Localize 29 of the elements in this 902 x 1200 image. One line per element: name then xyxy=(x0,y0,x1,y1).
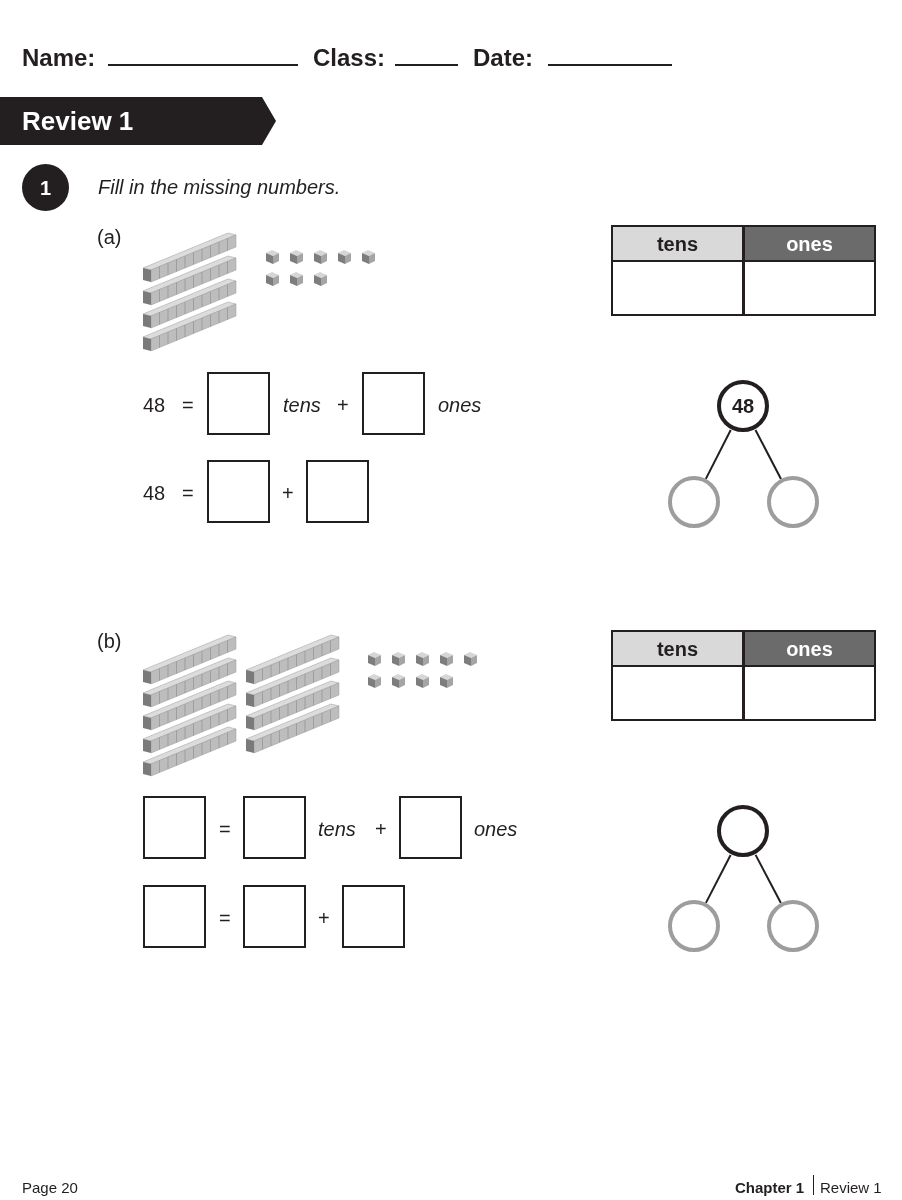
equation-text: = xyxy=(219,817,231,842)
equation-text: = xyxy=(182,481,194,506)
chapter-label: Chapter 1 xyxy=(735,1178,805,1198)
form-label: Name: xyxy=(22,43,96,73)
place-value-word: tens xyxy=(318,817,356,842)
equation-text: + xyxy=(282,481,294,506)
equation-text: 48 xyxy=(143,481,166,506)
form-label: Date: xyxy=(473,43,533,73)
equation-text: + xyxy=(337,393,349,418)
equation-text: = xyxy=(182,393,194,418)
equation-text: + xyxy=(375,817,387,842)
page-number: Review 1 xyxy=(820,1178,882,1198)
place-value-word: ones xyxy=(438,393,482,418)
equation-text: 48 xyxy=(143,393,166,418)
place-value-word: ones xyxy=(474,817,518,842)
tens-column-header: tens xyxy=(611,225,744,262)
ones-column-header: ones xyxy=(743,225,876,262)
ones-column-header: ones xyxy=(743,630,876,667)
question-number: 1 xyxy=(22,164,69,211)
equation-text: = xyxy=(219,906,231,931)
instruction-text: Fill in the missing numbers. xyxy=(98,175,341,200)
place-value-word: tens xyxy=(283,393,321,418)
equation-text: + xyxy=(318,906,330,931)
form-label: Class: xyxy=(313,43,386,73)
page-number: Page 20 xyxy=(22,1178,78,1198)
part-label: (a) xyxy=(97,225,122,250)
title-banner: Review 1 xyxy=(0,97,276,145)
part-label: (b) xyxy=(97,629,122,654)
tens-column-header: tens xyxy=(611,630,744,667)
